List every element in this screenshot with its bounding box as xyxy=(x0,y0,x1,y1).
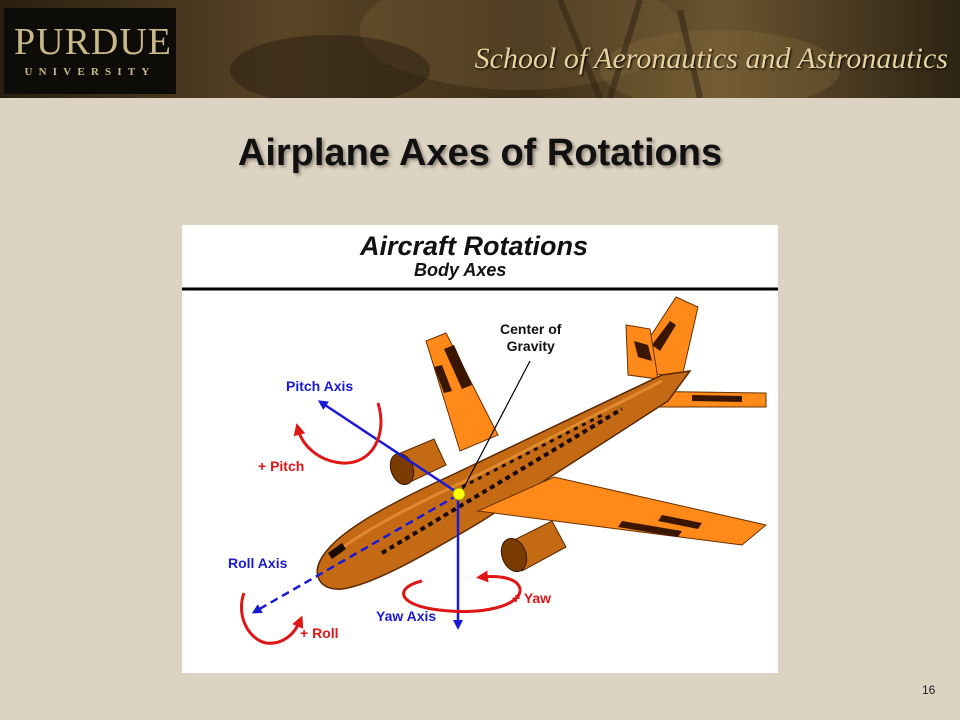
figure-subtitle: Body Axes xyxy=(414,260,507,280)
roll-rotation-label: + Roll xyxy=(300,625,339,641)
purdue-logo: PURDUE UNIVERSITY xyxy=(4,8,176,94)
center-of-gravity-label-line1: Center of xyxy=(500,321,562,337)
slide-title: Airplane Axes of Rotations xyxy=(237,132,723,174)
aircraft-rotations-figure: Aircraft Rotations Body Axes Center of G… xyxy=(182,225,778,673)
yaw-rotation-label: + Yaw xyxy=(512,590,552,606)
school-name: School of Aeronautics and Astronautics xyxy=(474,42,948,75)
fuselage xyxy=(316,370,692,590)
right-engine xyxy=(500,520,567,572)
logo-name: PURDUE xyxy=(14,21,173,63)
center-of-gravity-label: Center of Gravity xyxy=(500,321,561,355)
airplane-diagram xyxy=(182,287,778,645)
logo-subtitle: UNIVERSITY xyxy=(24,66,156,78)
roll-axis-label: Roll Axis xyxy=(228,555,288,571)
right-wing xyxy=(476,476,768,546)
pitch-axis-label: Pitch Axis xyxy=(286,378,354,394)
pitch-rotation-label: + Pitch xyxy=(258,458,305,474)
left-wing xyxy=(425,332,499,452)
campus-background-image xyxy=(230,0,840,98)
yaw-axis-label: Yaw Axis xyxy=(376,608,437,624)
header-banner: PURDUE UNIVERSITY School of Aeronautics … xyxy=(0,0,960,98)
figure-title: Aircraft Rotations xyxy=(360,231,589,261)
center-of-gravity-point xyxy=(452,487,466,501)
center-of-gravity-label-line2: Gravity xyxy=(506,338,555,354)
yaw-rotation-arrow xyxy=(402,570,522,613)
pitch-rotation-arrow xyxy=(293,402,383,465)
page-number: 16 xyxy=(922,683,936,697)
center-of-gravity-leader xyxy=(459,360,531,496)
pitch-axis-arrow xyxy=(317,400,459,495)
roll-rotation-arrow xyxy=(239,592,304,645)
